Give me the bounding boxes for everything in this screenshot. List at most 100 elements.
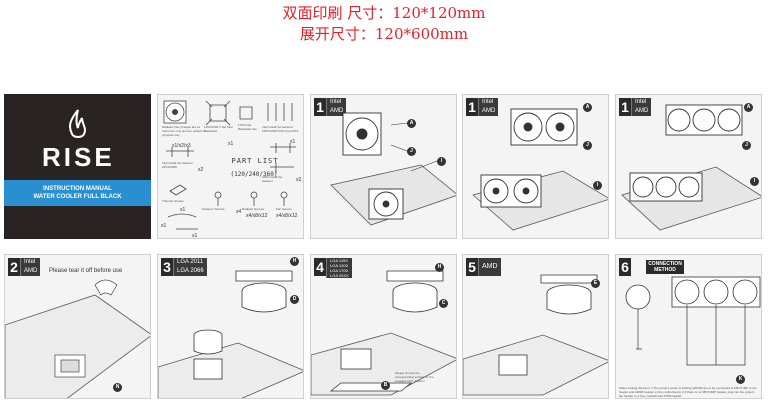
part-qty: x4 [236, 209, 242, 215]
step-badge: 1 Intel AMD [466, 98, 499, 116]
step-3-panel: 3 LGA 2011 LGA 2066 H D [157, 254, 304, 399]
callout-a: A [407, 119, 416, 128]
step-number: 4 [314, 258, 326, 276]
brand-logo-text: RISE [42, 142, 115, 172]
print-spec-line-1: 双面印刷 尺寸：120*120mm [282, 4, 486, 22]
step-badge: 6 [619, 258, 631, 276]
connection-title-line: METHOD [654, 267, 676, 273]
step-2-note: Please tear it off before use [49, 268, 123, 274]
platform-tag: Intel [631, 98, 652, 107]
callout-k: K [736, 375, 745, 384]
part-label: Intel Install the fastener 115X/1200/170… [262, 125, 299, 133]
step-badge: 5 AMD [466, 258, 501, 276]
step-badge: 3 LGA 2011 LGA 2066 [161, 258, 207, 276]
callout-h: H [290, 257, 299, 266]
step-number: 1 [619, 98, 631, 116]
platform-tag: LGA 2066 [173, 267, 207, 276]
connection-note: Water cooling direction: 1.The pump's po… [619, 386, 757, 398]
step-number: 1 [314, 98, 326, 116]
step-badge: 1 Intel AMD [314, 98, 347, 116]
step-number: 3 [161, 258, 173, 276]
part-label: Thermal Grease [162, 199, 184, 203]
banner-subtitle: WATER COOLER FULL BLACK [33, 194, 122, 200]
step-1-single-fan-panel: 1 Intel AMD A J I [310, 94, 457, 239]
callout-i: I [750, 177, 759, 186]
part-label: Fastener Screws [202, 207, 225, 211]
step-6-connection-panel: 6 CONNECTION METHOD K Water cooling dire… [615, 254, 762, 399]
step-number: 6 [619, 258, 631, 276]
part-list-subtitle: (120/240/360) [230, 171, 278, 178]
platform-tag: LGA 2011 [173, 258, 207, 267]
radiator-double-illustration [472, 108, 608, 231]
connection-method-title: CONNECTION METHOD [646, 260, 684, 274]
platform-tag: AMD [20, 267, 41, 276]
motherboard-illustration [5, 279, 150, 398]
flame-logo-icon [69, 109, 86, 138]
part-label: 115X/1200 1 Set Intel Backplate [204, 125, 233, 133]
callout-a: A [744, 103, 753, 112]
callout-j: J [742, 141, 751, 150]
part-qty: x1 [228, 141, 234, 147]
connection-diagram [625, 276, 761, 366]
callout-n: N [113, 383, 122, 392]
part-qty: x1 [161, 223, 167, 229]
part-qty: x1 [192, 233, 198, 239]
part-qty: x4/x8/x12 [276, 213, 298, 219]
step-badge: 2 Intel AMD [8, 258, 41, 276]
platform-tag: AMD [631, 107, 652, 116]
cover-panel: RISE INSTRUCTION MANUAL WATER COOLER FUL… [4, 94, 151, 239]
step-number: 2 [8, 258, 20, 276]
part-qty: x2 [296, 177, 302, 183]
step-badge: 1 Intel AMD [619, 98, 652, 116]
part-label: AMD Install the fastener [262, 175, 283, 183]
platform-tag: AMD [478, 258, 501, 276]
part-qty: x2 [198, 167, 204, 173]
radiator-triple-illustration [621, 104, 761, 231]
parts-illustration [163, 100, 296, 230]
part-label: Fan Screws [276, 207, 292, 211]
radiator-single-illustration [330, 112, 456, 226]
banner-title: INSTRUCTION MANUAL [43, 186, 112, 192]
callout-i: I [593, 181, 602, 190]
callout-j: J [583, 141, 592, 150]
lga115x-install-illustration [311, 270, 456, 396]
step-badge: 4 LGA 115X LGA 1200 LGA 1700 LGA 20XX [314, 258, 352, 278]
callout-b: B [381, 381, 390, 390]
part-label: Intel Install the fastener 20XX/2066 [162, 161, 194, 169]
callout-c: C [439, 299, 448, 308]
platform-tag: AMD [326, 107, 347, 116]
step-number: 5 [466, 258, 478, 276]
platform-tag: LGA 1700 [326, 268, 352, 273]
part-qty: x1 [180, 207, 186, 213]
step-4-note: Please choose the corresponding screws f… [395, 371, 434, 383]
connection-title-line: CONNECTION [648, 261, 682, 267]
callout-a: A [583, 103, 592, 112]
part-qty: x1/x2/x3 [172, 143, 191, 149]
platform-tag: AMD [478, 107, 499, 116]
platform-tag: LGA 1200 [326, 263, 352, 268]
callout-e: E [591, 279, 600, 288]
step-4-panel: 4 LGA 115X LGA 1200 LGA 1700 LGA 20XX Pl… [310, 254, 457, 399]
callout-d: D [290, 295, 299, 304]
platform-tag: Intel [326, 98, 347, 107]
part-label: Radiator Screws [242, 207, 265, 211]
platform-tag: LGA 20XX [326, 273, 352, 278]
cover-banner: INSTRUCTION MANUAL WATER COOLER FULL BLA… [4, 180, 151, 206]
part-label: Radiator Fan (Images are for reference o… [162, 125, 206, 137]
amd-install-illustration [463, 274, 608, 396]
callout-j: J [407, 147, 416, 156]
platform-tag: LGA 115X [326, 258, 352, 263]
lga2011-install-illustration [158, 270, 303, 398]
step-5-panel: 5 AMD E [462, 254, 609, 399]
platform-tag: Intel [20, 258, 41, 267]
print-spec-line-2: 展开尺寸：120*600mm [299, 25, 469, 43]
step-1-double-fan-panel: 1 Intel AMD A J I [462, 94, 609, 239]
step-1-triple-fan-panel: 1 Intel AMD A J I [615, 94, 762, 239]
callout-i: I [437, 157, 446, 166]
part-list-panel: PART LIST (120/240/360) Radiator Fan (Im… [157, 94, 304, 239]
step-number: 1 [466, 98, 478, 116]
platform-tag: Intel [478, 98, 499, 107]
step-2-panel: 2 Intel AMD Please tear it off before us… [4, 254, 151, 399]
part-qty: x1 [290, 139, 296, 145]
part-qty: x4/x8/x12 [246, 213, 268, 219]
